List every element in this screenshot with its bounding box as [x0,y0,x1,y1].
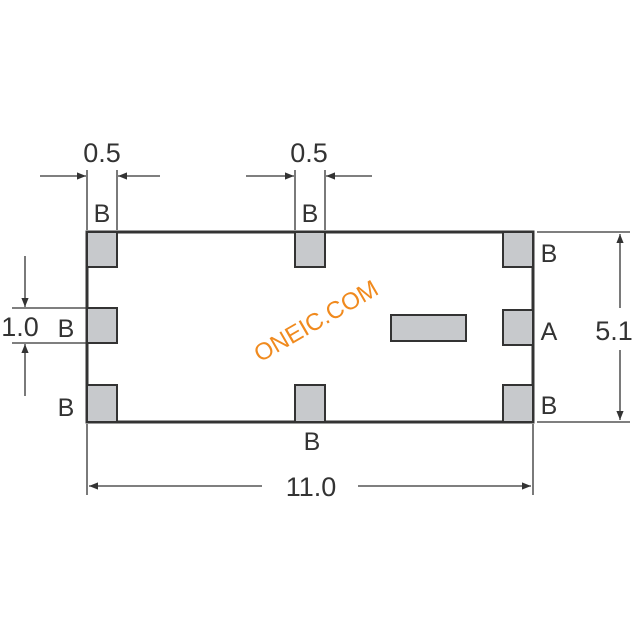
dimension-label-body-length: 11.0 [286,472,337,502]
dimension-label-pad-width-left: 0.5 [83,138,121,168]
pin-label-top-right: B [541,240,558,268]
dimension-pad-width-center: 0.5 [246,138,372,230]
pin-label-top-center: B [302,200,319,228]
pad-center-bar [390,314,467,342]
pad-mid-left [86,307,118,344]
pin-label-bottom-right: B [541,392,558,420]
pin-label-bottom-center: B [304,428,321,456]
dimension-label-pad-height: 1.0 [1,312,39,342]
pad-bottom-center [294,384,326,423]
pads [86,231,534,423]
pin-label-mid-left: B [58,315,75,343]
pad-top-left [86,231,118,268]
dimension-pad-height: 1.0 [1,256,86,396]
dimension-label-pad-width-center: 0.5 [290,138,328,168]
pad-bottom-left [86,384,118,423]
pin-label-mid-right: A [541,318,558,346]
pad-mid-right [502,309,534,346]
dimension-body-length: 11.0 [86,424,534,502]
pin-labels: B B B B A B B B [58,200,558,456]
pad-bottom-right [502,384,534,423]
pin-label-bottom-left: B [58,394,75,422]
pad-top-right [502,231,534,268]
dimension-body-height: 5.1 [537,231,633,423]
dimension-label-body-height: 5.1 [595,316,633,346]
dimension-pad-width-left: 0.5 [40,138,160,230]
pad-top-center [294,231,326,268]
pin-label-top-left: B [94,200,111,228]
